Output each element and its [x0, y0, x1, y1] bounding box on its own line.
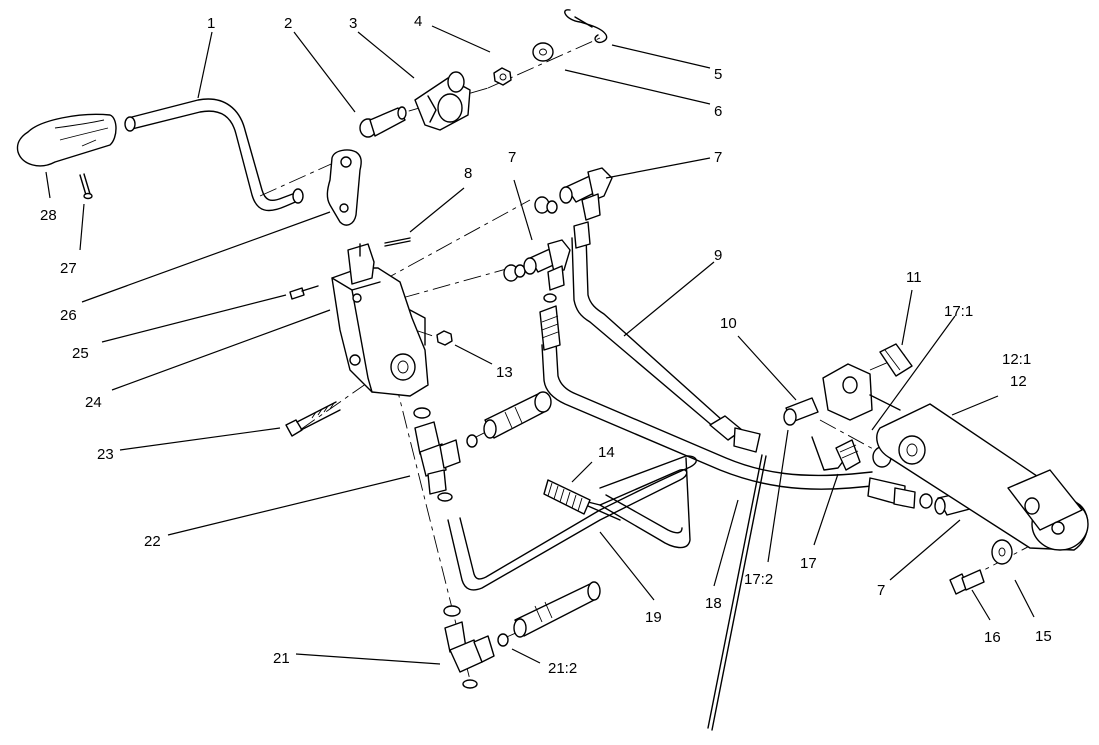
control-valve-body [331, 243, 429, 397]
hydraulic-tube-18 [539, 305, 916, 509]
cylinder-washer [991, 539, 1013, 565]
callout-21-2: 21:2 [548, 660, 577, 677]
small-screw [289, 285, 319, 300]
callout-3: 3 [349, 15, 357, 32]
roll-pin [384, 237, 411, 247]
callout-26: 26 [60, 307, 77, 324]
hydraulic-tube-9 [571, 221, 761, 453]
return-tube-19 [447, 455, 697, 591]
callout-27: 27 [60, 260, 77, 277]
callout-23: 23 [97, 446, 114, 463]
callout-7-top: 7 [508, 149, 516, 166]
tee-fitting [414, 421, 461, 495]
callout-13: 13 [496, 364, 513, 381]
callout-14: 14 [598, 444, 615, 461]
callout-7-cylinder: 7 [877, 582, 885, 599]
callout-18: 18 [705, 595, 722, 612]
callout-12: 12 [1010, 373, 1027, 390]
callout-16: 16 [984, 629, 1001, 646]
knob-pin [79, 173, 93, 200]
leader-lines [45, 25, 1035, 665]
lock-nut [436, 330, 453, 346]
elbow-fitting-middle [523, 239, 571, 291]
callout-22: 22 [144, 533, 161, 550]
spring [543, 479, 621, 521]
callout-1: 1 [207, 15, 215, 32]
shift-lever [124, 98, 304, 212]
elbow-fitting-upper [559, 167, 613, 221]
callout-25: 25 [72, 345, 89, 362]
callout-12-1: 12:1 [1002, 351, 1031, 368]
straight-fitting-upper [483, 391, 552, 439]
callout-6: 6 [714, 103, 722, 120]
callout-2: 2 [284, 15, 292, 32]
clevis-pin [359, 106, 407, 138]
callout-8: 8 [464, 165, 472, 182]
callout-17-2: 17:2 [744, 571, 773, 588]
lever-bracket [326, 149, 362, 226]
callout-labels: 1 2 3 4 5 6 7 7 7 8 9 10 11 12:1 12 13 1… [40, 13, 1052, 677]
callout-19: 19 [645, 609, 662, 626]
callout-17: 17 [800, 555, 817, 572]
callout-24: 24 [85, 394, 102, 411]
straight-fitting-lower [513, 581, 601, 638]
callout-11: 11 [906, 269, 922, 286]
callout-21: 21 [273, 650, 290, 667]
callout-4: 4 [414, 13, 422, 30]
pivot-pin [783, 397, 819, 426]
callout-5: 5 [714, 66, 722, 83]
long-rod-17-2 [707, 454, 767, 731]
long-bolt [285, 401, 341, 437]
callout-7-top-right: 7 [714, 149, 722, 166]
clevis-yoke [414, 71, 471, 131]
hydraulic-cylinder [876, 403, 1089, 551]
cylinder-clevis [822, 343, 913, 421]
lower-elbow-fitting [444, 621, 495, 673]
callout-9: 9 [714, 247, 722, 264]
callout-10: 10 [720, 315, 737, 332]
washer [532, 42, 554, 62]
lever-knob [16, 113, 117, 167]
hex-nut [493, 67, 512, 86]
callout-17-1: 17:1 [944, 303, 973, 320]
cylinder-bolt [949, 569, 985, 595]
callout-15: 15 [1035, 628, 1052, 645]
callout-28: 28 [40, 207, 57, 224]
hairpin-clip [564, 9, 608, 44]
bent-fitting-17 [811, 436, 861, 471]
